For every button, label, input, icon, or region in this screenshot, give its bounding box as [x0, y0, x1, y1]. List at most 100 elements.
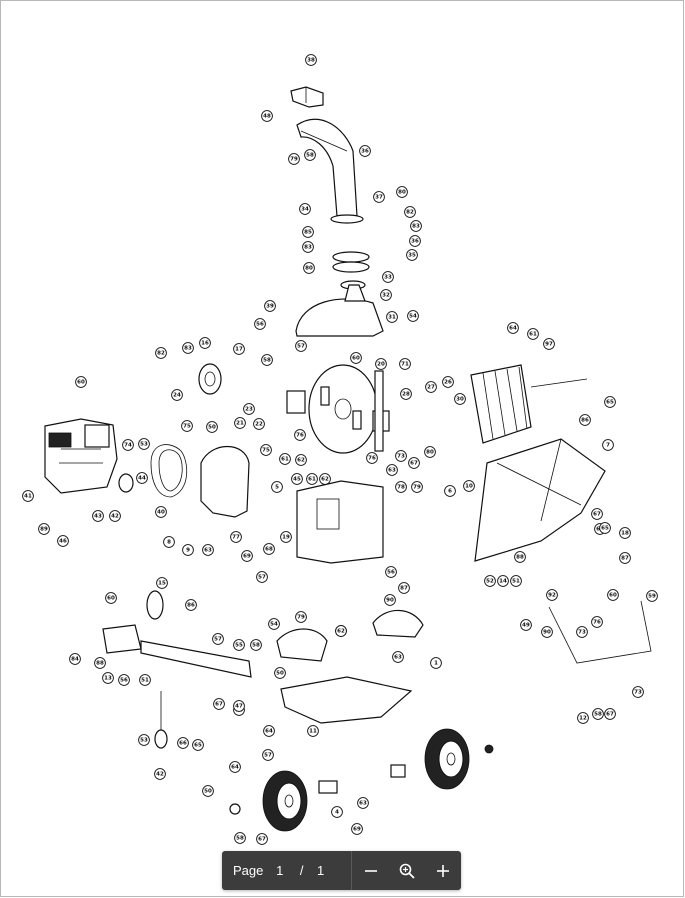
callout-bubble: 65	[599, 522, 611, 534]
callout-bubble: 39	[264, 300, 276, 312]
callout-bubble: 79	[288, 153, 300, 165]
callout-bubble: 50	[274, 667, 286, 679]
callout-bubble: 38	[305, 54, 317, 66]
callout-bubble: 33	[382, 271, 394, 283]
callout-bubble: 60	[350, 352, 362, 364]
callout-bubble: 54	[268, 618, 280, 630]
callout-number: 17	[235, 346, 243, 352]
callout-number: 86	[581, 417, 589, 423]
callout-bubble: 58	[234, 832, 246, 844]
zoom-out-button[interactable]	[354, 851, 390, 890]
handle-bar-part	[548, 600, 652, 664]
callout-number: 64	[265, 728, 273, 734]
callout-bubble: 83	[302, 241, 314, 253]
callout-number: 28	[402, 391, 410, 397]
zoom-in-button[interactable]	[425, 851, 461, 890]
callout-number: 79	[297, 614, 305, 620]
callout-bubble: 62	[319, 473, 331, 485]
callout-number: 31	[388, 314, 396, 320]
callout-number: 80	[398, 189, 406, 195]
callout-bubble: 46	[57, 535, 69, 547]
callout-number: 62	[337, 628, 345, 634]
callout-bubble: 31	[386, 311, 398, 323]
callout-number: 33	[384, 274, 392, 280]
callout-number: 90	[386, 597, 394, 603]
axle-plate-part	[280, 676, 413, 724]
callout-bubble: 67	[604, 708, 616, 720]
callout-bubble: 1	[430, 657, 442, 669]
callout-number: 34	[301, 206, 309, 212]
callout-bubble: 89	[38, 523, 50, 535]
callout-number: 61	[529, 331, 537, 337]
callout-number: 80	[305, 265, 313, 271]
drive-belt-part	[150, 444, 188, 498]
callout-number: 64	[509, 325, 517, 331]
callout-bubble: 73	[632, 686, 644, 698]
zoom-reset-button[interactable]	[389, 851, 425, 890]
callout-bubble: 7	[602, 439, 614, 451]
callout-number: 39	[266, 303, 274, 309]
callout-number: 87	[621, 555, 629, 561]
callout-number: 58	[263, 357, 271, 363]
callout-bubble: 87	[619, 552, 631, 564]
callout-number: 73	[634, 689, 642, 695]
callout-bubble: 42	[109, 510, 121, 522]
callout-number: 83	[304, 244, 312, 250]
callout-number: 40	[157, 509, 165, 515]
total-pages: 1	[316, 863, 325, 878]
callout-bubble: 75	[181, 420, 193, 432]
callout-number: 83	[184, 345, 192, 351]
callout-number: 79	[413, 484, 421, 490]
callout-number: 77	[232, 534, 240, 540]
callout-bubble: 36	[359, 145, 371, 157]
callout-bubble: 80	[303, 262, 315, 274]
callout-bubble: 82	[155, 347, 167, 359]
callout-number: 63	[388, 467, 396, 473]
callout-number: 63	[204, 547, 212, 553]
callout-bubble: 76	[591, 616, 603, 628]
callout-number: 47	[235, 703, 243, 709]
callout-bubble: 40	[155, 506, 167, 518]
callout-number: 82	[406, 209, 414, 215]
callout-number: 15	[158, 580, 166, 586]
callout-bubble: 54	[407, 310, 419, 322]
callout-bubble: 57	[295, 340, 307, 352]
callout-bubble: 60	[75, 376, 87, 388]
callout-bubble: 50	[202, 785, 214, 797]
callout-bubble: 57	[262, 749, 274, 761]
callout-bubble: 58	[592, 708, 604, 720]
callout-bubble: 18	[619, 527, 631, 539]
callout-bubble: 62	[335, 625, 347, 637]
callout-bubble: 11	[307, 725, 319, 737]
callout-number: 64	[231, 764, 239, 770]
callout-number: 63	[359, 800, 367, 806]
callout-bubble: 83	[410, 220, 422, 232]
callout-bubble: 45	[291, 473, 303, 485]
current-page-input[interactable]: 1	[276, 863, 284, 878]
callout-bubble: 6	[444, 485, 456, 497]
callout-bubble: 41	[22, 490, 34, 502]
callout-number: 73	[578, 629, 586, 635]
callout-number: 62	[297, 457, 305, 463]
callout-number: 97	[545, 341, 553, 347]
callout-bubble: 67	[408, 457, 420, 469]
callout-bubble: 8	[163, 536, 175, 548]
callout-bubble: 80	[396, 186, 408, 198]
callout-number: 30	[456, 396, 464, 402]
callout-number: 13	[104, 675, 112, 681]
callout-bubble: 48	[261, 110, 273, 122]
callout-number: 74	[124, 442, 132, 448]
callout-number: 56	[256, 321, 264, 327]
hub-bracket-right-part	[390, 764, 406, 778]
callout-bubble: 35	[406, 249, 418, 261]
callout-bubble: 59	[646, 590, 658, 602]
fender-right-part	[372, 609, 424, 638]
callout-bubble: 63	[392, 651, 404, 663]
callout-bubble: 82	[404, 206, 416, 218]
callout-number: 58	[236, 835, 244, 841]
callout-bubble: 37	[373, 191, 385, 203]
callout-bubble: 90	[541, 626, 553, 638]
callout-number: 6	[448, 488, 452, 494]
engine-pulley-part	[118, 473, 134, 493]
